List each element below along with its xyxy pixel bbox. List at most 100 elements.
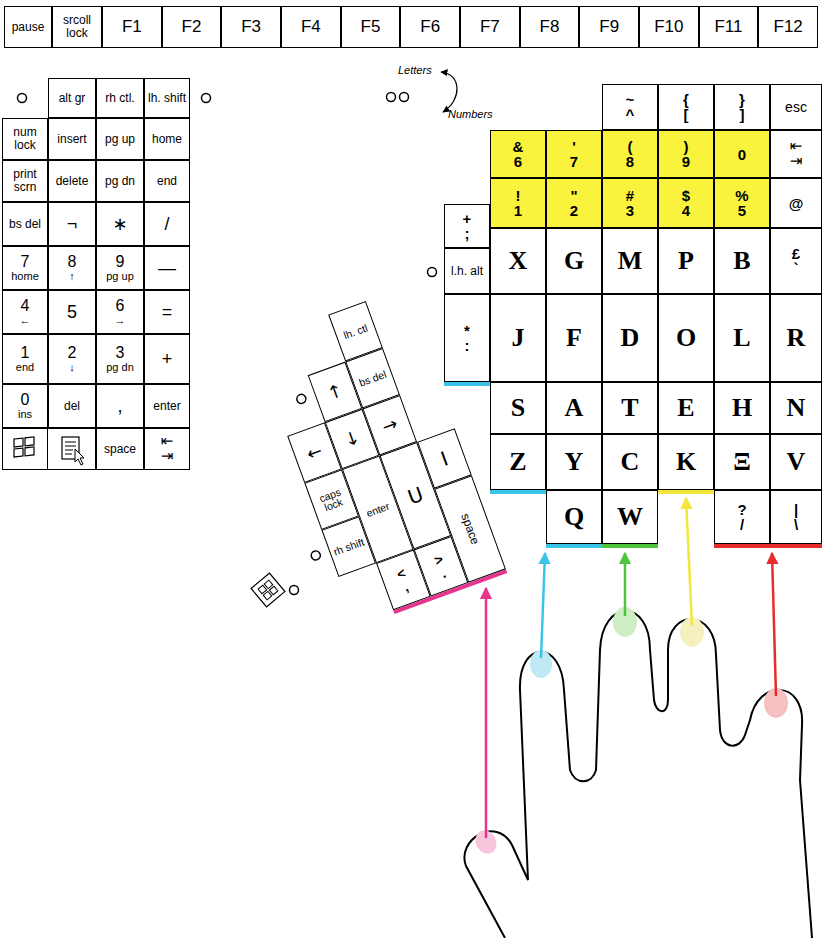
key-cap: B — [714, 228, 770, 294]
key-label: alt gr — [59, 92, 86, 105]
key-label: l.h. alt — [451, 265, 483, 278]
key-label: 2 — [570, 203, 578, 218]
key-label: 7 — [570, 154, 578, 169]
key-label: delete — [56, 175, 89, 188]
key-cap: F7 — [460, 6, 520, 48]
key-label: pg dn — [105, 175, 135, 188]
key-cap: Ξ — [714, 434, 770, 490]
key-label: F7 — [480, 18, 500, 36]
windows-key — [3, 429, 48, 470]
key-label: 4 — [21, 298, 30, 315]
key-label: ∗ — [112, 215, 127, 234]
fingertip — [471, 607, 788, 857]
key-label: ↑ — [325, 381, 345, 403]
key-label: 1 — [21, 345, 30, 362]
key-label: Ξ — [733, 449, 751, 475]
key-label: 3 — [626, 203, 634, 218]
key-label: P — [678, 248, 694, 274]
key-label: space — [104, 443, 136, 456]
key-label: , — [402, 579, 410, 593]
key-cap: pg up — [96, 118, 144, 160]
key-label: lh. ctl — [342, 322, 369, 340]
key-label: pg up — [106, 271, 134, 283]
key-label: → — [380, 414, 400, 436]
key-label: 6 — [514, 154, 522, 169]
key-label: ← — [20, 315, 31, 327]
key-cap: F1 — [102, 6, 162, 48]
key-label: 5 — [67, 303, 77, 322]
key-label: ` — [794, 261, 799, 276]
key-label: ⇤ — [161, 434, 174, 449]
key-label: ¬ — [67, 215, 78, 234]
key-label: F5 — [361, 18, 381, 36]
key-label: ) — [684, 139, 689, 154]
key-cap: print scrn — [2, 160, 48, 202]
key-label: 1 — [514, 203, 522, 218]
key-label: H — [732, 395, 752, 421]
key-label: 6 — [116, 298, 125, 315]
key-cap: 6→ — [96, 290, 144, 334]
key-cap: ?/ — [714, 490, 770, 544]
key-cap: 5 — [48, 290, 96, 334]
key-label: U — [405, 484, 426, 508]
key-label: F — [566, 325, 582, 351]
key-label: [ — [684, 107, 689, 122]
key-label: print scrn — [5, 168, 45, 193]
key-label: . — [439, 566, 447, 580]
menu-key — [48, 429, 96, 470]
key-label: F2 — [182, 18, 202, 36]
key-label: ] — [740, 107, 745, 122]
key-cap: pause — [4, 6, 52, 48]
key-label: B — [733, 248, 750, 274]
mode-label: Letters — [398, 64, 432, 76]
key-cap: F11 — [699, 6, 759, 48]
key-label: S — [511, 395, 525, 421]
key-label: enter — [153, 400, 180, 413]
key-label: } — [739, 92, 745, 107]
key-label: L — [733, 325, 750, 351]
key-label: 8 — [626, 154, 634, 169]
key-cap: num lock — [2, 118, 48, 160]
key-cap: bs del — [2, 202, 48, 246]
key-label: — — [158, 259, 176, 278]
key-cap: £` — [770, 228, 822, 294]
key-label: A — [565, 395, 584, 421]
key-label: lh. shift — [148, 92, 186, 105]
key-cap: ⇤⇥ — [144, 428, 190, 470]
key-label: # — [626, 188, 634, 203]
key-label: end — [16, 362, 34, 374]
key-label: rh ctl. — [105, 92, 134, 105]
key-label: 8 — [68, 254, 77, 271]
key-cap: space — [96, 428, 144, 470]
key-cap: 7home — [2, 246, 48, 290]
key-label: / — [164, 215, 169, 234]
key-label: £ — [792, 246, 800, 261]
key-cap: +; — [444, 204, 490, 248]
key-cap: 3pg dn — [96, 334, 144, 384]
key-cap: , — [96, 384, 144, 428]
key-cap: ∗ — [96, 202, 144, 246]
key-label: F1 — [122, 18, 142, 36]
key-cap: enter — [144, 384, 190, 428]
key-label: F11 — [714, 18, 742, 36]
marker-circle — [310, 550, 322, 562]
key-label: pause — [12, 21, 45, 34]
key-label: C — [621, 449, 640, 475]
key-cap: F10 — [639, 6, 699, 48]
marker-circle — [18, 93, 437, 595]
key-label: K — [676, 449, 696, 475]
mode-arrow — [441, 72, 457, 112]
key-label: ↑ — [69, 271, 75, 283]
key-cap: F3 — [221, 6, 281, 48]
key-label: M — [618, 248, 643, 274]
key-cap: {[ — [658, 84, 714, 130]
key-cap: E — [658, 382, 714, 434]
key-label: ← — [304, 442, 324, 464]
key-cap: P — [658, 228, 714, 294]
key-cap: delete — [48, 160, 96, 202]
key-label: V — [787, 449, 806, 475]
key-cap: ⇤⇥ — [770, 130, 822, 178]
key-cap: X — [490, 228, 546, 294]
key-label: E — [677, 395, 694, 421]
windows-symbol — [251, 573, 285, 607]
